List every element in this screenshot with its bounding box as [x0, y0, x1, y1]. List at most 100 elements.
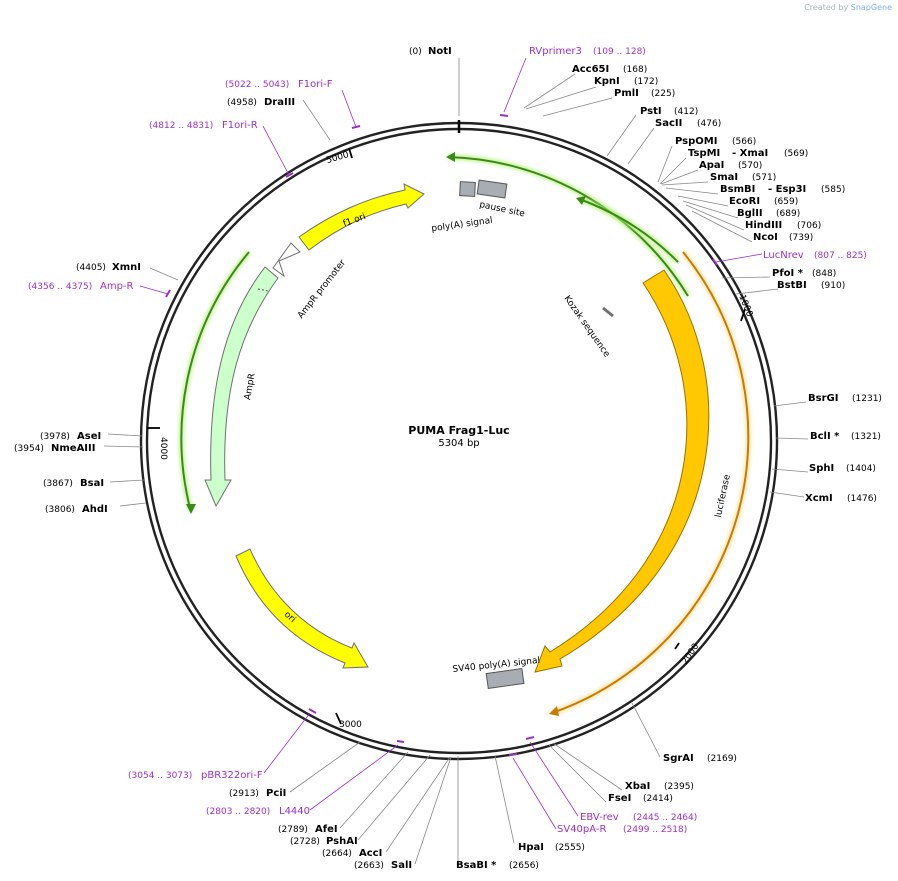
- enzyme-sphI-pos: (1404): [846, 464, 876, 474]
- enzyme-pfoI[interactable]: PfoI *: [772, 268, 804, 279]
- polya-signal-box[interactable]: [459, 181, 476, 197]
- enzyme-xcmI-pos: (1476): [847, 494, 877, 504]
- ampr-label: AmpR: [243, 373, 258, 401]
- enzyme-bsaI-pos: (3867): [43, 479, 73, 489]
- enzyme-afeI[interactable]: AfeI: [315, 824, 338, 835]
- enzyme-pstI[interactable]: PstI: [640, 106, 662, 117]
- enzyme-bsrGI[interactable]: BsrGI: [808, 393, 838, 404]
- primer-sv40pa-r-pos: (2499 .. 2518): [623, 825, 687, 835]
- primer-lucnrev-pos: (807 .. 825): [814, 251, 867, 261]
- kozak-mark[interactable]: [602, 306, 614, 318]
- enzyme-pshAI[interactable]: PshAI: [326, 836, 358, 847]
- enzyme-sacII-pos: (476): [697, 119, 721, 129]
- primer-l4440[interactable]: L4440: [279, 806, 310, 817]
- enzyme-acc65I[interactable]: Acc65I: [572, 64, 609, 75]
- enzyme-xmaI[interactable]: - XmaI: [732, 148, 768, 159]
- enzyme-kpnI[interactable]: KpnI: [594, 76, 620, 87]
- snapgene-logo: SnapGene: [850, 3, 892, 12]
- features: [204, 179, 710, 689]
- enzyme-nmeAIII-pos: (3954): [14, 444, 44, 454]
- enzyme-ncoI[interactable]: NcoI: [753, 232, 778, 243]
- tick-5000-mark: [348, 147, 353, 159]
- enzyme-xbaI[interactable]: XbaI: [625, 781, 650, 792]
- polya-signal-label: poly(A) signal: [431, 216, 494, 234]
- primer-ebv-rev[interactable]: EBV-rev: [580, 812, 619, 823]
- enzyme-bsaBI-pos: (2656): [509, 861, 539, 871]
- enzyme-pspOMI[interactable]: PspOMI: [675, 136, 717, 147]
- enzyme-pshAI-pos: (2728): [290, 837, 320, 847]
- enzyme-pfoI-pos: (848): [812, 269, 836, 279]
- enzyme-apaI-pos: (570): [738, 161, 762, 171]
- enzyme-ecoRI-pos: (659): [774, 197, 798, 207]
- enzyme-pstI-pos: (412): [674, 107, 698, 117]
- enzyme-bclI[interactable]: BclI *: [810, 431, 840, 442]
- ampr-promoter-label: AmpR promoter: [296, 258, 348, 321]
- primer-leaders: [139, 57, 763, 830]
- primer-pbr322ori-f[interactable]: pBR322ori-F: [201, 770, 263, 781]
- primer-lucnrev[interactable]: LucNrev: [763, 250, 804, 261]
- primer-sv40pa-r[interactable]: SV40pA-R: [557, 824, 606, 835]
- plasmid-size: 5304 bp: [438, 438, 480, 449]
- enzyme-notI-pos: (0): [409, 47, 422, 57]
- tick-2000-mark: [674, 642, 680, 650]
- enzyme-ahdI[interactable]: AhdI: [82, 504, 108, 515]
- ampr-promoter-arrow[interactable]: [272, 242, 301, 278]
- primer-f1ori-f[interactable]: F1ori-F: [298, 79, 333, 90]
- enzyme-pmlI[interactable]: PmlI: [614, 88, 639, 99]
- enzyme-salI[interactable]: SalI: [391, 860, 412, 871]
- sv40-polya-box[interactable]: [485, 667, 525, 689]
- primer-f1ori-r[interactable]: F1ori-R: [222, 120, 258, 131]
- f1-ori-arrow[interactable]: [298, 183, 425, 251]
- enzyme-sgrAI[interactable]: SgrAI: [663, 753, 694, 764]
- enzyme-accI[interactable]: AccI: [359, 848, 382, 859]
- pause-site-box[interactable]: [476, 179, 508, 199]
- enzyme-hpaI-pos: (2555): [555, 843, 585, 853]
- tick-3000-mark: [335, 712, 342, 725]
- enzyme-esp3I[interactable]: - Esp3I: [768, 184, 806, 195]
- enzyme-bstBI[interactable]: BstBI: [777, 280, 807, 291]
- enzyme-bglII[interactable]: BglII: [737, 208, 763, 219]
- enzyme-nmeAIII[interactable]: NmeAIII: [51, 443, 95, 454]
- enzyme-xmnI[interactable]: XmnI: [112, 262, 141, 273]
- primer-ebv-rev-pos: (2445 .. 2464): [633, 813, 697, 823]
- enzyme-tspMI[interactable]: TspMI: [688, 148, 720, 159]
- enzyme-labels: (0) NotI Acc65I (168) KpnI (172) PmlI (2…: [14, 46, 882, 871]
- enzyme-sacII[interactable]: SacII: [655, 118, 682, 129]
- enzyme-xmnI-pos: (4405): [76, 263, 106, 273]
- enzyme-aseI[interactable]: AseI: [77, 431, 101, 442]
- enzyme-fseI[interactable]: FseI: [608, 793, 631, 804]
- ori-arrow[interactable]: [235, 548, 369, 669]
- primer-f1ori-f-pos: (5022 .. 5043): [225, 80, 289, 90]
- enzyme-draIII-pos: (4958): [227, 98, 257, 108]
- luciferase-arrow[interactable]: [534, 269, 710, 673]
- enzyme-ecoRI[interactable]: EcoRI: [729, 196, 760, 207]
- primer-rvprimer3[interactable]: RVprimer3: [529, 46, 582, 57]
- enzyme-afeI-pos: (2789): [278, 825, 308, 835]
- enzyme-sphI[interactable]: SphI: [809, 463, 834, 474]
- enzyme-notI[interactable]: NotI: [428, 46, 452, 57]
- primer-rvprimer3-pos: (109 .. 128): [593, 47, 646, 57]
- enzyme-bsaI[interactable]: BsaI: [80, 478, 104, 489]
- watermark-prefix: Created by: [804, 3, 849, 12]
- primer-amp-r[interactable]: Amp-R: [100, 281, 134, 292]
- ampr-arrow[interactable]: [204, 266, 279, 508]
- enzyme-draIII[interactable]: DraIII: [264, 97, 295, 108]
- enzyme-bsaBI[interactable]: BsaBI *: [456, 860, 497, 871]
- enzyme-apaI[interactable]: ApaI: [699, 160, 724, 171]
- primer-f1ori-r-pos: (4812 .. 4831): [149, 121, 213, 131]
- enzyme-pciI[interactable]: PciI: [266, 788, 286, 799]
- enzyme-xcmI[interactable]: XcmI: [805, 493, 833, 504]
- luciferase-label: luciferase: [714, 473, 733, 518]
- tick-3000-label: 3000: [339, 720, 362, 730]
- enzyme-hpaI[interactable]: HpaI: [518, 842, 544, 853]
- enzyme-bsrGI-pos: (1231): [852, 394, 882, 404]
- enzyme-bglII-pos: (689): [776, 209, 800, 219]
- enzyme-hindIII-pos: (706): [797, 221, 821, 231]
- enzyme-hindIII[interactable]: HindIII: [745, 220, 782, 231]
- enzyme-kpnI-pos: (172): [634, 77, 658, 87]
- enzyme-accI-pos: (2664): [322, 849, 352, 859]
- enzyme-bclI-pos: (1321): [851, 432, 881, 442]
- enzyme-smaI[interactable]: SmaI: [710, 172, 738, 183]
- enzyme-bsmBI[interactable]: BsmBI: [720, 184, 755, 195]
